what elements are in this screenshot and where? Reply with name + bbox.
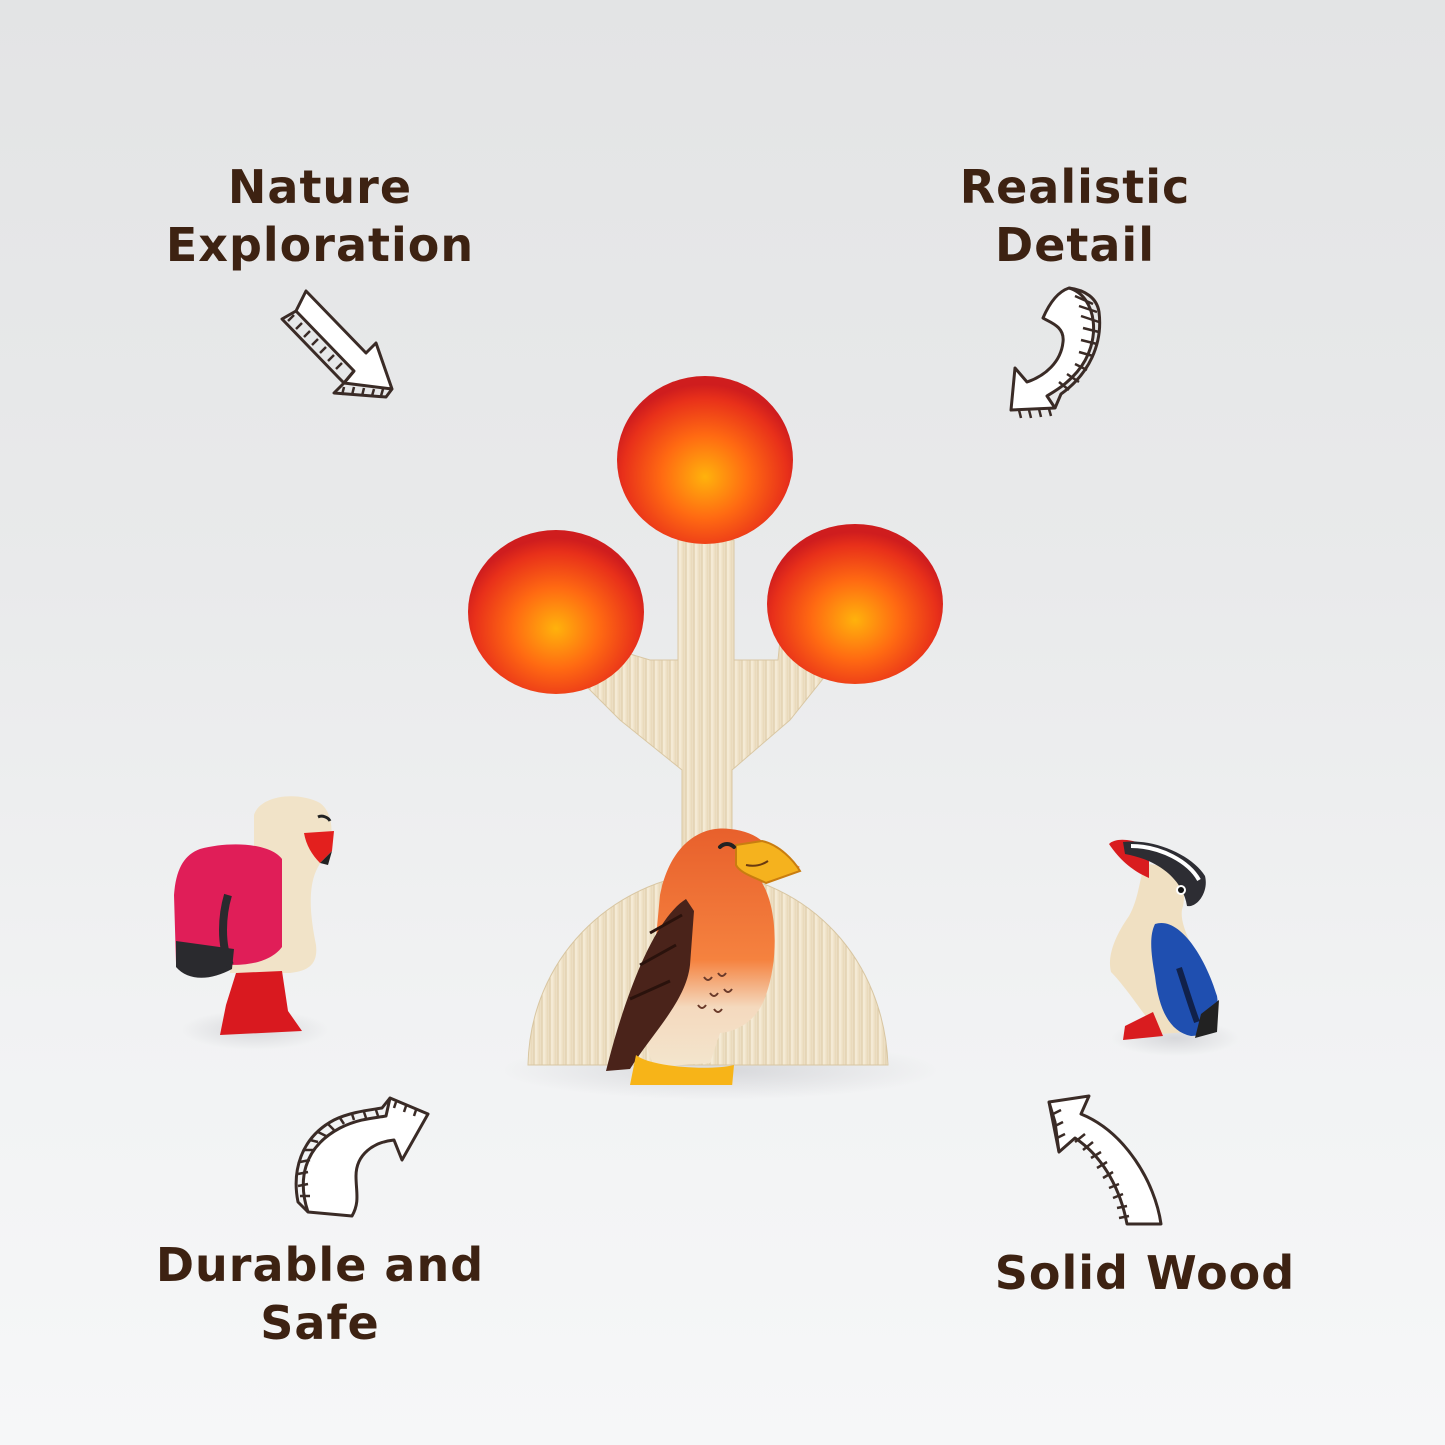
flamingo-figure	[174, 796, 334, 1035]
callout-line: Durable and	[155, 1238, 485, 1292]
callout-nature-exploration: Nature Exploration	[160, 158, 480, 274]
callout-line: Detail	[995, 218, 1155, 272]
robin-figure	[606, 828, 802, 1085]
callout-line: Solid Wood	[994, 1246, 1296, 1300]
callout-durable-and-safe: Durable and Safe	[150, 1236, 490, 1352]
callout-line: Nature	[227, 160, 413, 214]
callout-line: Realistic	[959, 160, 1191, 214]
callout-line: Exploration	[165, 218, 475, 272]
callout-line: Safe	[260, 1296, 380, 1350]
kingfisher-figure	[1109, 839, 1219, 1040]
callout-solid-wood: Solid Wood	[990, 1244, 1300, 1302]
callout-realistic-detail: Realistic Detail	[940, 158, 1210, 274]
curved-arrow-up-right-icon	[294, 1096, 430, 1218]
curved-arrow-up-left-icon	[1047, 1094, 1163, 1226]
curved-arrow-down-left-icon	[1009, 286, 1102, 419]
arrow-down-right-icon	[280, 289, 394, 399]
